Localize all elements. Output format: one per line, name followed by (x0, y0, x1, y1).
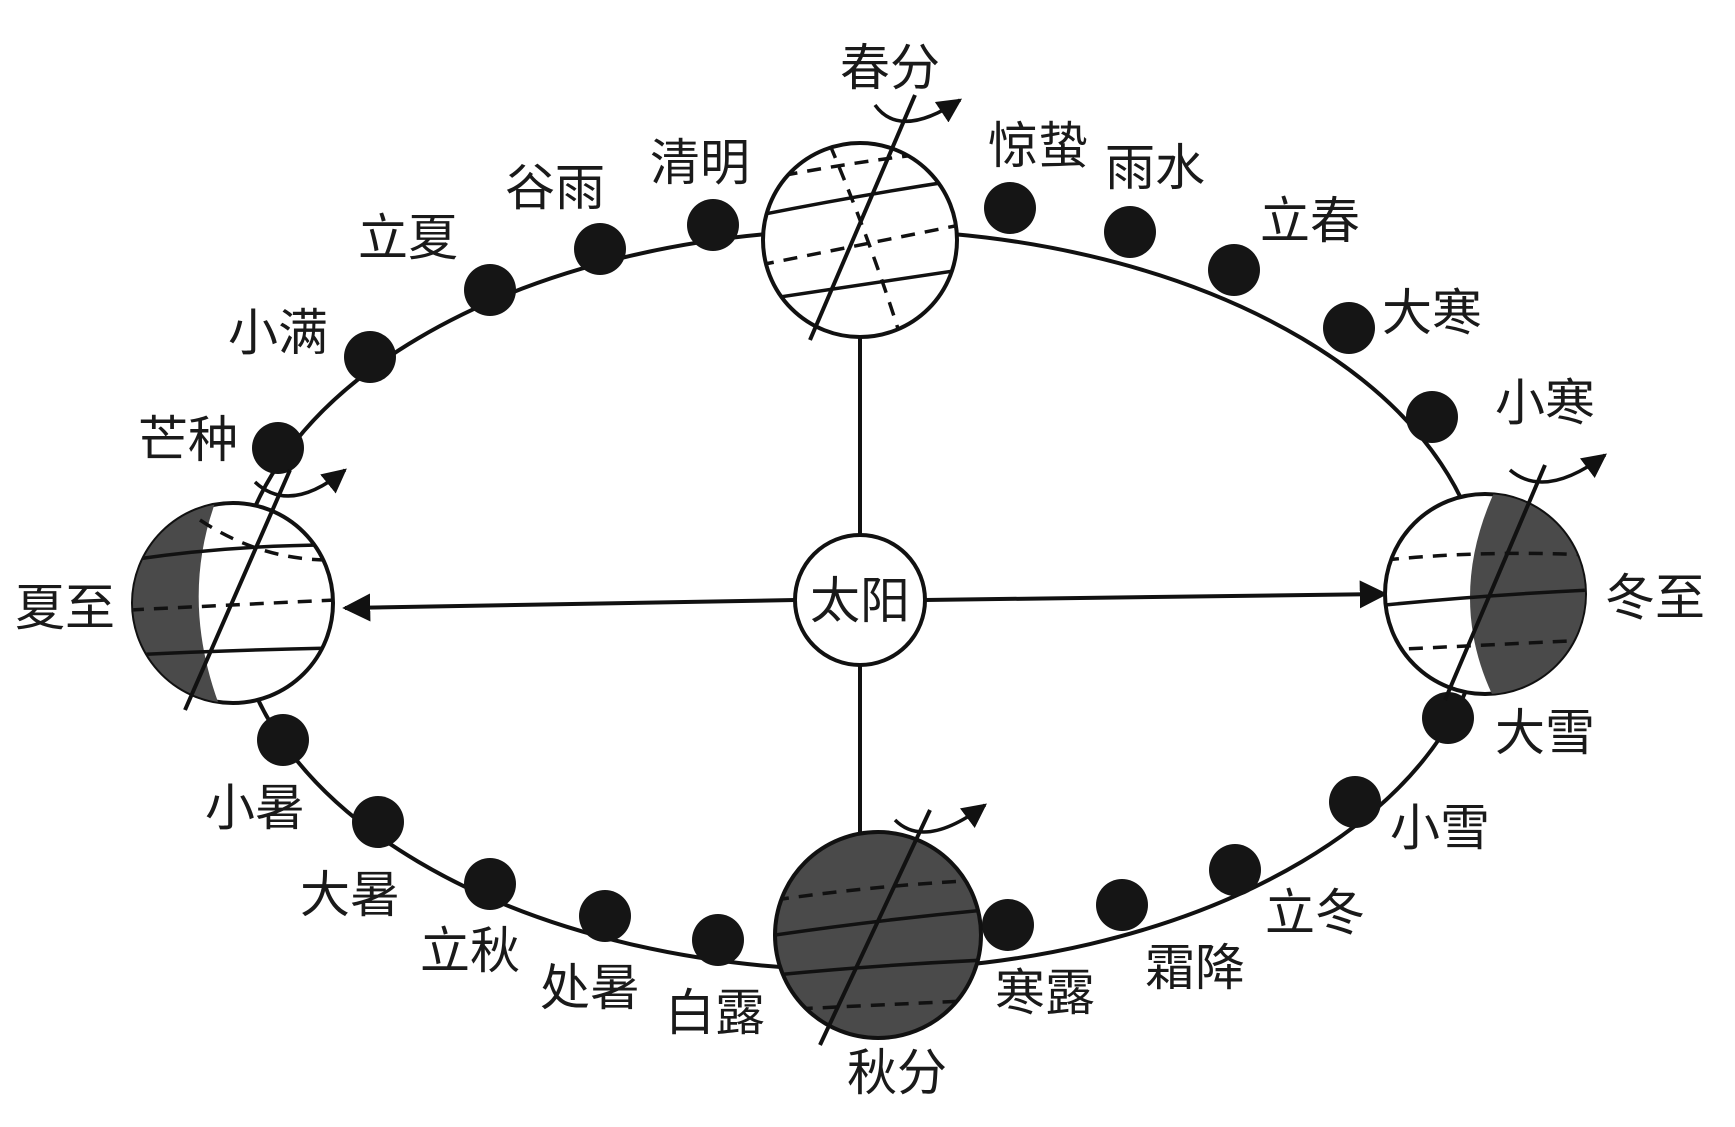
label-xiaoshu: 小暑 (205, 779, 305, 837)
term-dots (252, 182, 1474, 966)
label-xiaohan: 小寒 (1495, 374, 1595, 432)
label-hanlu: 寒露 (995, 964, 1095, 1022)
label-dongzhi: 冬至 (1605, 569, 1705, 627)
label-lidong: 立冬 (1265, 884, 1365, 942)
ray-to-winter (924, 580, 1388, 609)
label-liqiu: 立秋 (420, 922, 520, 980)
term-dot-yushui (1104, 206, 1156, 258)
sun: 太阳 (793, 533, 927, 667)
sun-circle (793, 533, 927, 667)
label-jingzhe: 惊蛰 (988, 117, 1088, 175)
term-dot-qingming (687, 199, 739, 251)
earth-autumn (773, 803, 987, 1046)
label-mangzhong: 芒种 (138, 411, 238, 469)
label-dahan: 大寒 (1382, 284, 1482, 342)
axis-winter (1443, 464, 1547, 701)
label-lixia: 立夏 (358, 209, 458, 267)
earth-spring (761, 94, 963, 341)
rotation-arrow-summer (253, 468, 347, 498)
sun-label: 太阳 (810, 572, 910, 630)
ray-to-summer (342, 593, 796, 622)
label-dashu: 大暑 (300, 866, 400, 924)
axis-autumn (818, 809, 932, 1046)
label-qiufen: 秋分 (847, 1044, 947, 1102)
rotation-arrow-spring (873, 98, 963, 124)
rotation-arrow-winter (1508, 453, 1607, 484)
term-labels: 春分 惊蛰 雨水 立春 大寒 小寒 冬至 大雪 小雪 立冬 霜降 寒露 秋分 白… (15, 39, 1705, 1102)
term-dot-lichun (1208, 244, 1260, 296)
term-dot-shuangjiang (1096, 879, 1148, 931)
label-guyu: 谷雨 (505, 159, 605, 217)
term-dot-lidong (1209, 844, 1261, 896)
label-chushu: 处暑 (540, 959, 640, 1017)
label-shuangjiang: 霜降 (1145, 939, 1245, 997)
term-dot-xiaoxue (1329, 776, 1381, 828)
term-dot-xiaoman (344, 331, 396, 383)
label-daxue: 大雪 (1495, 704, 1595, 762)
term-dot-hanlu (982, 899, 1034, 951)
term-dot-jingzhe (984, 182, 1036, 234)
term-dot-daxue (1422, 692, 1474, 744)
term-dot-bailu (692, 914, 744, 966)
term-dot-xiaoshu (257, 714, 309, 766)
label-xiazhi: 夏至 (15, 579, 115, 637)
term-dot-dashu (352, 796, 404, 848)
label-yushui: 雨水 (1105, 139, 1205, 197)
term-dot-lixia (464, 264, 516, 316)
earth-winter (1383, 453, 1607, 701)
term-dot-xiaohan (1406, 391, 1458, 443)
label-qingming: 清明 (650, 134, 750, 192)
rotation-arrow-autumn (893, 803, 987, 834)
axis-spring (808, 94, 917, 341)
term-dot-dahan (1323, 302, 1375, 354)
term-dot-mangzhong (252, 422, 304, 474)
label-lichun: 立春 (1260, 192, 1360, 250)
axis-summer (183, 469, 292, 711)
label-xiaoman: 小满 (228, 304, 328, 362)
term-dot-liqiu (464, 858, 516, 910)
term-dot-chushu (579, 890, 631, 942)
label-chunfen: 春分 (840, 39, 940, 97)
label-xiaoxue: 小雪 (1390, 799, 1490, 857)
label-bailu: 白露 (665, 984, 765, 1042)
earth-summer (131, 468, 347, 711)
term-dot-guyu (574, 223, 626, 275)
